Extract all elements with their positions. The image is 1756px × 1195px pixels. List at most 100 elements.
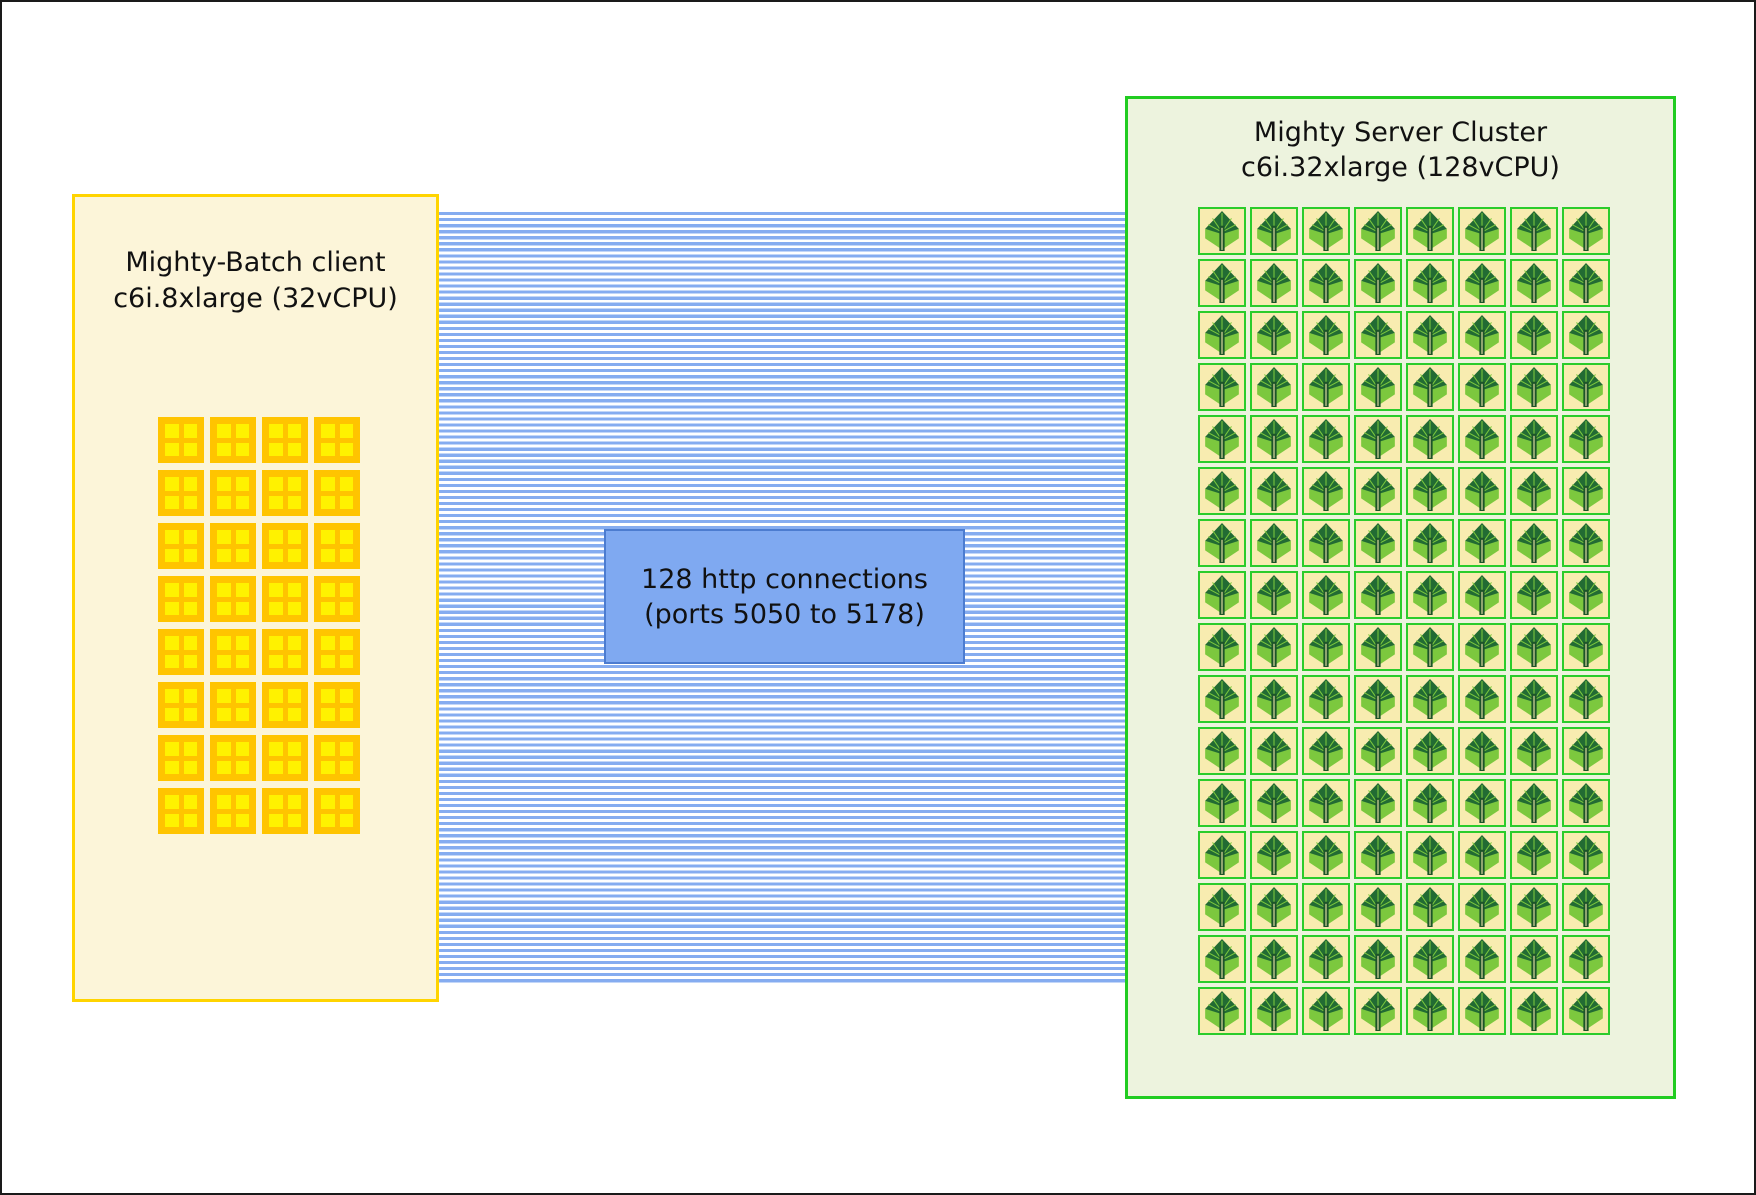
mighty-tree-icon [1510, 311, 1558, 359]
cpu-core-cell [183, 689, 197, 703]
cpu-core-cell [165, 813, 179, 827]
cpu-core-cell [339, 601, 353, 615]
cpu-chip-icon [262, 682, 308, 728]
mighty-tree-icon [1250, 415, 1298, 463]
mighty-tree-icon [1510, 467, 1558, 515]
cpu-grid [158, 417, 360, 834]
mighty-tree-icon [1458, 831, 1506, 879]
cpu-chip-icon [210, 523, 256, 569]
mighty-tree-icon [1354, 311, 1402, 359]
client-title-line1: Mighty-Batch client [125, 247, 386, 278]
cpu-core-cell [235, 707, 249, 721]
cpu-core-cell [217, 477, 231, 491]
cpu-core-cell [287, 442, 301, 456]
client-title-line2: c6i.8xlarge (32vCPU) [113, 283, 398, 314]
cpu-core-cell [217, 601, 231, 615]
cpu-core-cell [183, 583, 197, 597]
mighty-tree-icon [1562, 935, 1610, 983]
mighty-tree-icon [1354, 779, 1402, 827]
cpu-core-cell [321, 442, 335, 456]
server-cluster-box: Mighty Server Cluster c6i.32xlarge (128v… [1125, 96, 1676, 1099]
cpu-chip-icon [210, 629, 256, 675]
cpu-core-cell [269, 530, 283, 544]
mighty-tree-icon [1302, 571, 1350, 619]
mighty-tree-icon [1406, 935, 1454, 983]
cpu-core-cell [269, 583, 283, 597]
mighty-tree-icon [1198, 571, 1246, 619]
mighty-tree-icon [1302, 519, 1350, 567]
mighty-tree-icon [1458, 883, 1506, 931]
mighty-tree-icon [1458, 363, 1506, 411]
cpu-core-cell [321, 477, 335, 491]
cpu-core-cell [321, 636, 335, 650]
cpu-core-cell [269, 760, 283, 774]
cpu-core-cell [269, 477, 283, 491]
cpu-core-cell [287, 760, 301, 774]
cpu-core-cell [165, 795, 179, 809]
mighty-tree-icon [1354, 675, 1402, 723]
cpu-core-cell [287, 548, 301, 562]
cpu-core-cell [165, 442, 179, 456]
mighty-tree-icon [1250, 311, 1298, 359]
cpu-core-cell [235, 548, 249, 562]
cpu-core-cell [217, 583, 231, 597]
cpu-core-cell [339, 495, 353, 509]
cpu-core-cell [287, 477, 301, 491]
tree-grid [1198, 207, 1610, 1035]
cpu-core-cell [165, 495, 179, 509]
mighty-tree-icon [1562, 415, 1610, 463]
cpu-chip-icon [262, 523, 308, 569]
mighty-tree-icon [1562, 675, 1610, 723]
mighty-tree-icon [1458, 571, 1506, 619]
mighty-tree-icon [1302, 831, 1350, 879]
cpu-core-cell [339, 654, 353, 668]
mighty-tree-icon [1198, 779, 1246, 827]
mighty-tree-icon [1250, 935, 1298, 983]
cpu-chip-icon [210, 417, 256, 463]
cpu-core-cell [287, 636, 301, 650]
cpu-chip-icon [158, 523, 204, 569]
cpu-core-cell [235, 477, 249, 491]
cpu-chip-icon [314, 629, 360, 675]
mighty-tree-icon [1198, 363, 1246, 411]
mighty-tree-icon [1562, 467, 1610, 515]
mighty-tree-icon [1458, 259, 1506, 307]
cpu-core-cell [165, 530, 179, 544]
cpu-core-cell [217, 530, 231, 544]
cpu-core-cell [235, 689, 249, 703]
cpu-core-cell [235, 442, 249, 456]
mighty-tree-icon [1510, 675, 1558, 723]
cpu-chip-icon [262, 576, 308, 622]
cpu-core-cell [269, 548, 283, 562]
mighty-tree-icon [1458, 623, 1506, 671]
mighty-tree-icon [1250, 207, 1298, 255]
mighty-tree-icon [1406, 259, 1454, 307]
mighty-tree-icon [1198, 935, 1246, 983]
cpu-core-cell [269, 442, 283, 456]
client-box-title: Mighty-Batch client c6i.8xlarge (32vCPU) [75, 197, 436, 317]
mighty-tree-icon [1458, 415, 1506, 463]
mighty-tree-icon [1250, 467, 1298, 515]
mighty-tree-icon [1562, 831, 1610, 879]
cpu-core-cell [217, 442, 231, 456]
mighty-tree-icon [1250, 363, 1298, 411]
mighty-tree-icon [1302, 987, 1350, 1035]
mighty-tree-icon [1458, 467, 1506, 515]
mighty-tree-icon [1354, 415, 1402, 463]
cpu-core-cell [269, 424, 283, 438]
cpu-core-cell [235, 495, 249, 509]
mighty-tree-icon [1354, 467, 1402, 515]
mighty-tree-icon [1406, 675, 1454, 723]
cpu-core-cell [287, 707, 301, 721]
cpu-core-cell [235, 813, 249, 827]
mighty-tree-icon [1198, 831, 1246, 879]
cpu-core-cell [321, 601, 335, 615]
cpu-core-cell [183, 601, 197, 615]
mighty-tree-icon [1198, 259, 1246, 307]
cpu-core-cell [269, 813, 283, 827]
mighty-tree-icon [1510, 623, 1558, 671]
cpu-chip-icon [314, 682, 360, 728]
mighty-tree-icon [1562, 259, 1610, 307]
cpu-core-cell [217, 689, 231, 703]
mighty-tree-icon [1562, 363, 1610, 411]
